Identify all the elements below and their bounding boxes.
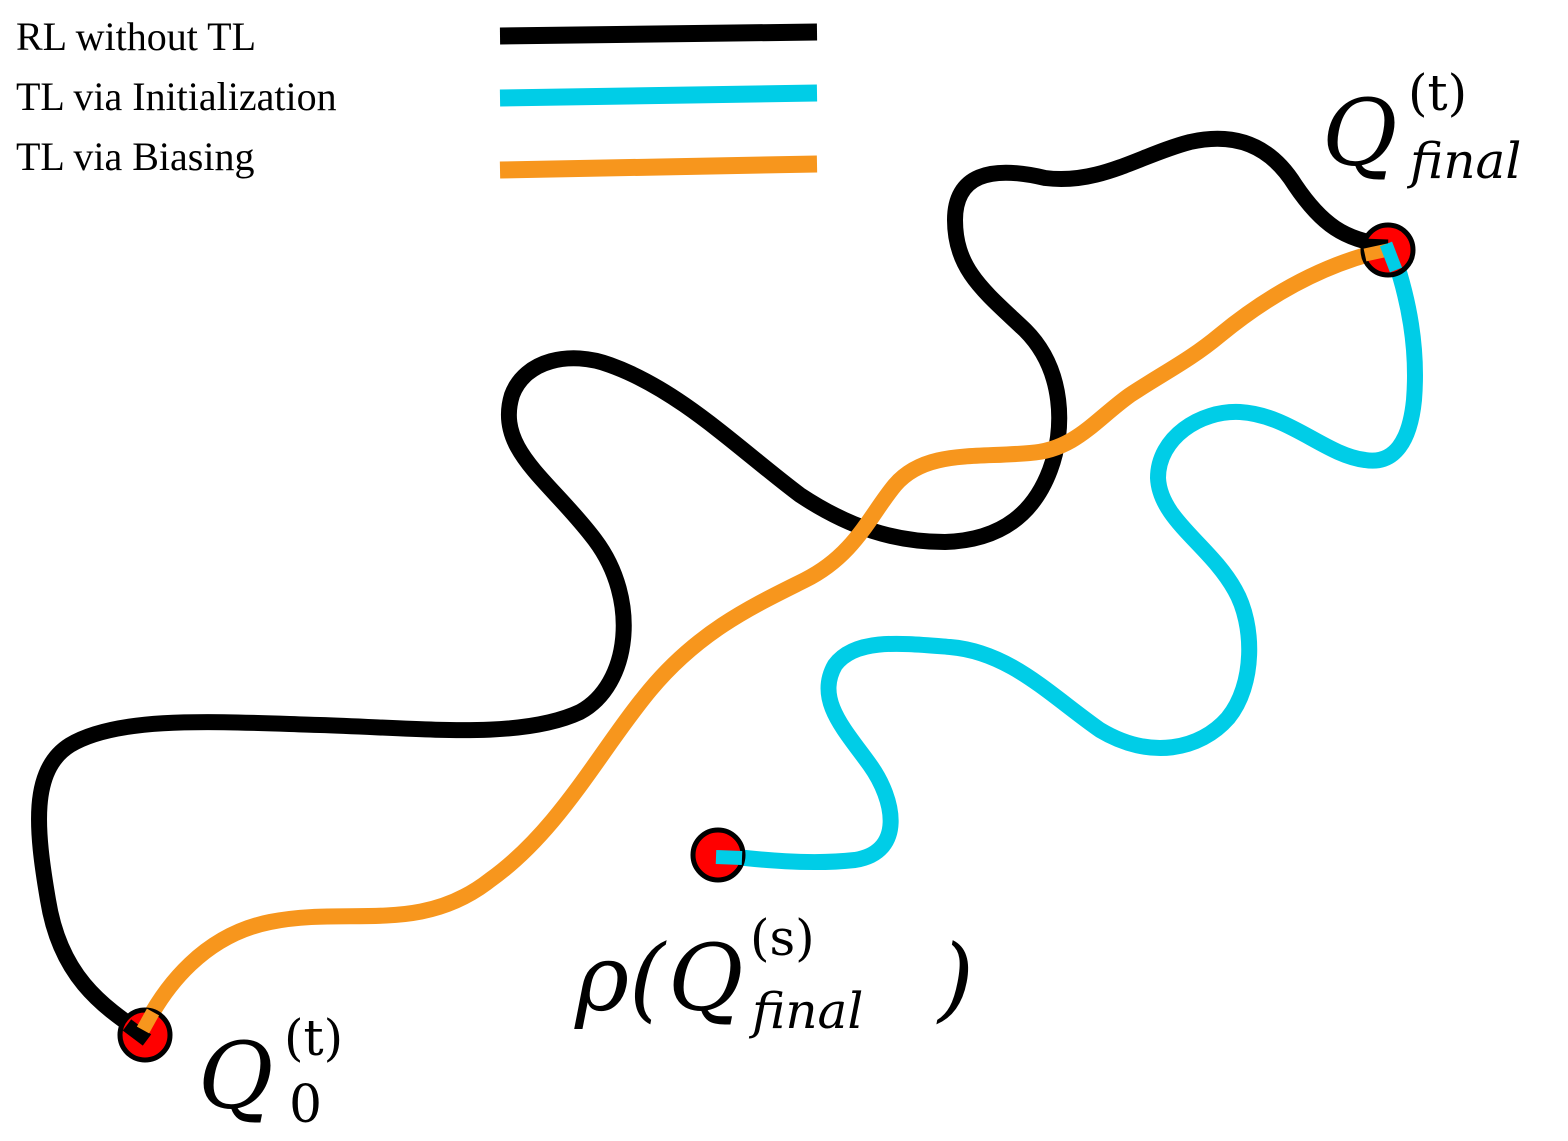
label-start-subscript: 0	[289, 1075, 322, 1135]
label-start: Q (t) 0	[198, 1009, 343, 1135]
label-source: ρ( Q (s) final )	[574, 909, 974, 1040]
legend-swatch-tl-initialization	[499, 84, 818, 107]
marker-source-init-stub	[715, 850, 743, 865]
label-goal: Q (t) final	[1322, 64, 1521, 190]
label-source-superscript: (s)	[750, 909, 815, 967]
legend-label-tl-initialization: TL via Initialization	[16, 74, 337, 119]
label-goal-symbol: Q	[1322, 80, 1397, 187]
path-rl-without-tl	[31, 130, 1387, 1042]
label-goal-superscript: (t)	[1408, 64, 1467, 122]
marker-goal-init-stub	[1379, 241, 1403, 273]
legend: RL without TL TL via Initialization TL v…	[16, 14, 818, 179]
path-tl-biasing	[135, 242, 1387, 1034]
marker-start-path-stub	[122, 1019, 152, 1046]
path-tl-initialization	[717, 242, 1423, 871]
label-source-subscript: final	[748, 982, 863, 1040]
legend-swatch-tl-biasing	[499, 155, 818, 179]
legend-label-tl-biasing: TL via Biasing	[16, 134, 254, 179]
label-start-superscript: (t)	[284, 1009, 343, 1067]
label-goal-subscript: final	[1406, 132, 1521, 190]
legend-label-rl-without-tl: RL without TL	[16, 14, 256, 59]
label-source-symbol: Q	[668, 925, 743, 1032]
label-source-prefix: ρ(	[574, 925, 667, 1032]
legend-swatch-rl-without-tl	[499, 23, 818, 45]
marker-start-biasing-stub	[136, 1008, 160, 1034]
label-source-suffix: )	[936, 925, 974, 1032]
label-start-symbol: Q	[198, 1023, 273, 1130]
